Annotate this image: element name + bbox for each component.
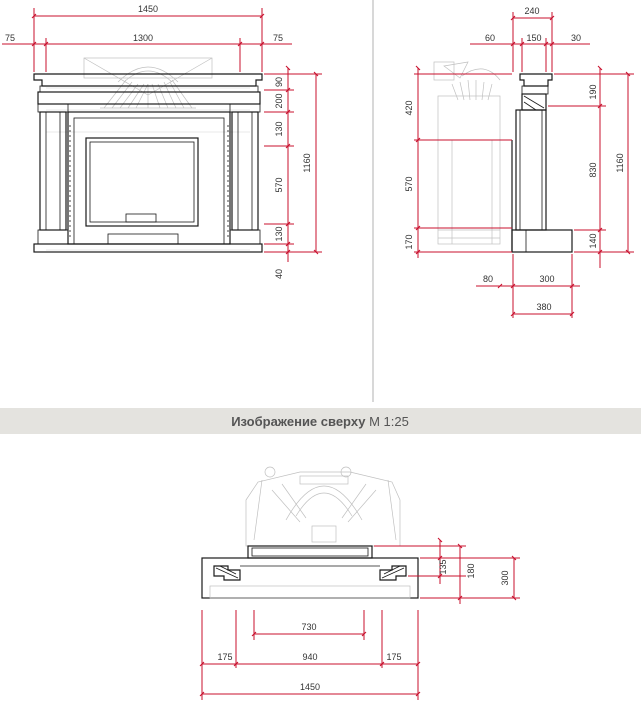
front-right-column	[229, 103, 261, 245]
top-ghost-insert	[245, 466, 401, 547]
front-plinth	[33, 243, 263, 253]
top-view: 135 180 300 730 175 940 175 1450	[201, 466, 520, 700]
dim-top-180: 180	[466, 563, 476, 578]
section-band: Изображение сверху М 1:25	[0, 408, 641, 434]
band-title-scale: М 1:25	[365, 414, 408, 429]
side-dimensions	[414, 12, 634, 318]
side-dimension-labels: 240 60 150 30 420 570 170 190 830 140 11…	[404, 6, 625, 312]
dim-front-130-top: 130	[274, 121, 284, 136]
front-ghost-grid	[46, 87, 250, 251]
dim-top-300: 300	[500, 570, 510, 585]
band-background	[0, 408, 641, 434]
dim-front-right-75: 75	[273, 33, 283, 43]
dim-front-90: 90	[274, 77, 284, 87]
front-fire-door	[85, 137, 199, 227]
top-left-column-plan	[213, 565, 241, 581]
top-mantel-slab	[201, 557, 419, 599]
dim-side-300: 300	[539, 274, 554, 284]
dim-side-140: 140	[588, 233, 598, 248]
front-ghost-insert	[83, 57, 213, 109]
front-dimensions	[2, 8, 322, 262]
dim-top-135: 135	[438, 559, 448, 574]
dim-front-200: 200	[274, 93, 284, 108]
dim-top-730: 730	[301, 622, 316, 632]
front-dimension-labels: 1450 75 1300 75 90 200 130 570 130 40 11…	[5, 4, 312, 279]
dim-front-570: 570	[274, 177, 284, 192]
side-ghost-insert	[433, 61, 501, 245]
dim-top-1450: 1450	[300, 682, 320, 692]
side-mantel-section	[511, 73, 573, 253]
band-title: Изображение сверху М 1:25	[231, 414, 409, 429]
dim-top-940: 940	[302, 652, 317, 662]
front-frieze	[37, 91, 261, 105]
dim-side-80: 80	[483, 274, 493, 284]
side-view: 240 60 150 30 420 570 170 190 830 140 11…	[404, 6, 634, 318]
dim-side-30: 30	[571, 33, 581, 43]
dim-top-175-right: 175	[386, 652, 401, 662]
front-mantel-molding	[39, 85, 259, 93]
dim-front-1300: 1300	[133, 33, 153, 43]
dim-front-1160: 1160	[302, 153, 312, 172]
dim-side-190: 190	[588, 84, 598, 99]
front-view: 1450 75 1300 75 90 200 130 570 130 40 11…	[2, 4, 322, 279]
dim-side-60: 60	[485, 33, 495, 43]
front-ash-box	[107, 233, 179, 245]
front-door-handle	[125, 213, 157, 223]
dim-front-left-75: 75	[5, 33, 15, 43]
dim-top-175-left: 175	[217, 652, 232, 662]
dim-front-40: 40	[274, 269, 284, 279]
dim-side-420: 420	[404, 100, 414, 115]
dim-front-130-bottom: 130	[274, 226, 284, 241]
dim-side-1160: 1160	[615, 153, 625, 172]
dim-front-1450: 1450	[138, 4, 158, 14]
dim-side-240: 240	[524, 6, 539, 16]
top-dimensions	[202, 537, 520, 700]
top-mantel-plan	[201, 545, 419, 599]
front-left-column	[37, 103, 69, 245]
dim-side-170: 170	[404, 234, 414, 249]
top-dimension-labels: 135 180 300 730 175 940 175 1450	[217, 559, 510, 692]
top-right-column-plan	[379, 565, 407, 581]
dim-side-150: 150	[526, 33, 541, 43]
dim-side-830: 830	[588, 162, 598, 177]
band-title-bold: Изображение сверху	[231, 414, 366, 429]
dim-side-380: 380	[536, 302, 551, 312]
dim-side-570: 570	[404, 176, 414, 191]
